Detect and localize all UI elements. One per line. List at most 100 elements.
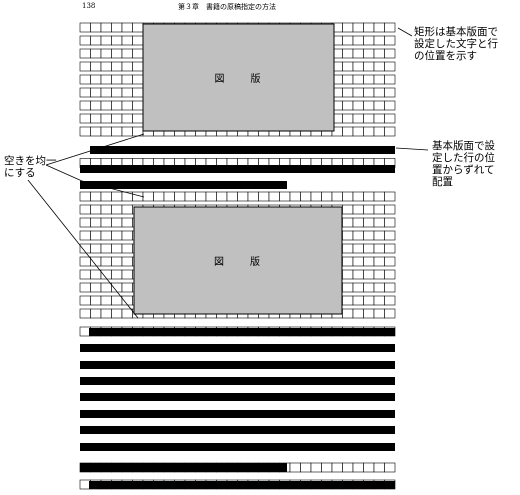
- grid-cell: [111, 100, 123, 111]
- grid-cell: [121, 87, 133, 98]
- grid-cell: [100, 48, 112, 59]
- grid-cell: [90, 217, 102, 228]
- grid-cell: [111, 230, 123, 241]
- grid-cell: [121, 48, 133, 59]
- grid-cell: [384, 35, 396, 46]
- grid-row: [79, 191, 396, 202]
- grid-cell: [363, 282, 375, 293]
- leader-spacing-4: [27, 179, 139, 319]
- grid-cell: [100, 230, 112, 241]
- grid-cell: [373, 217, 385, 228]
- grid-cell: [121, 204, 133, 215]
- grid-cell: [342, 217, 354, 228]
- grid-cell: [342, 113, 354, 124]
- grid-cell: [79, 87, 91, 98]
- grid-cell: [373, 204, 385, 215]
- grid-cell: [352, 74, 364, 85]
- grid-cell: [132, 100, 144, 111]
- grid-cell: [331, 462, 343, 473]
- leader-lines: [27, 27, 429, 319]
- text-line-bar: [80, 463, 287, 472]
- grid-cell: [384, 462, 396, 473]
- grid-cell: [384, 230, 396, 241]
- grid-cell: [321, 462, 333, 473]
- grid-cell: [111, 48, 123, 59]
- grid-cell: [100, 295, 112, 306]
- leader-spacing-3: [81, 180, 145, 198]
- grid-cell: [100, 61, 112, 72]
- grid-cell: [342, 269, 354, 280]
- grid-cell: [121, 61, 133, 72]
- grid-cell: [384, 113, 396, 124]
- grid-cell: [100, 308, 112, 319]
- grid-cell: [90, 204, 102, 215]
- grid-cell: [363, 61, 375, 72]
- figure-box-top: [142, 23, 335, 132]
- grid-cell: [352, 61, 364, 72]
- grid-row: [79, 158, 396, 168]
- grid-cell: [121, 256, 133, 267]
- grid-cell: [352, 87, 364, 98]
- grid-cell: [100, 113, 112, 124]
- grid-cell: [363, 217, 375, 228]
- grid-cell: [79, 100, 91, 111]
- grid-cell: [100, 204, 112, 215]
- grid-cell: [121, 217, 133, 228]
- grid-cell: [132, 48, 144, 59]
- grid-cell: [153, 191, 165, 202]
- grid-cell: [90, 308, 102, 319]
- grid-cell: [111, 282, 123, 293]
- text-line-bar: [80, 165, 395, 173]
- grid-cell: [373, 295, 385, 306]
- grid-cell: [111, 191, 123, 202]
- grid-cell: [342, 22, 354, 33]
- grid-cell: [111, 256, 123, 267]
- grid-cell: [132, 74, 144, 85]
- grid-cell: [352, 35, 364, 46]
- grid-cell: [363, 462, 375, 473]
- grid-cell: [174, 191, 186, 202]
- grid-cell: [111, 113, 123, 124]
- grid-cell: [352, 243, 364, 254]
- grid-cell: [352, 256, 364, 267]
- grid-cell: [79, 191, 91, 202]
- text-bars: [80, 146, 395, 489]
- grid-cell: [384, 217, 396, 228]
- grid-cell: [79, 113, 91, 124]
- leader-offset-note: [395, 147, 429, 151]
- grid-cell: [79, 282, 91, 293]
- text-line-bar: [80, 181, 287, 189]
- grid-cell: [111, 126, 123, 137]
- grid-cell: [363, 48, 375, 59]
- grid-cell: [373, 308, 385, 319]
- annotation-offset-note: 基本版面で設 定した行の位 置からずれて 配置: [432, 140, 495, 188]
- text-line-bar: [80, 344, 395, 352]
- grid-cell: [384, 308, 396, 319]
- grid-cell: [384, 191, 396, 202]
- grid-cell: [352, 308, 364, 319]
- grid-cell: [342, 100, 354, 111]
- grid-cell: [363, 35, 375, 46]
- grid-cell: [373, 126, 385, 137]
- grid-cell: [132, 113, 144, 124]
- grid-cell: [363, 100, 375, 111]
- grid-cell: [132, 87, 144, 98]
- grid-cell: [373, 100, 385, 111]
- grid-cell: [79, 48, 91, 59]
- grid-cell: [90, 48, 102, 59]
- grid-cell: [79, 74, 91, 85]
- text-line-bar: [80, 443, 395, 451]
- grid-cell: [384, 61, 396, 72]
- text-line-bar: [80, 426, 395, 434]
- grid-cell: [300, 462, 312, 473]
- grid-cell: [310, 191, 322, 202]
- grid-cell: [100, 22, 112, 33]
- grid-cell: [373, 256, 385, 267]
- grid-cell: [342, 282, 354, 293]
- leader-spacing-1: [45, 133, 145, 166]
- grid-cell: [363, 308, 375, 319]
- grid-cell: [163, 191, 175, 202]
- grid-cell: [289, 462, 301, 473]
- text-line-bar: [89, 328, 395, 336]
